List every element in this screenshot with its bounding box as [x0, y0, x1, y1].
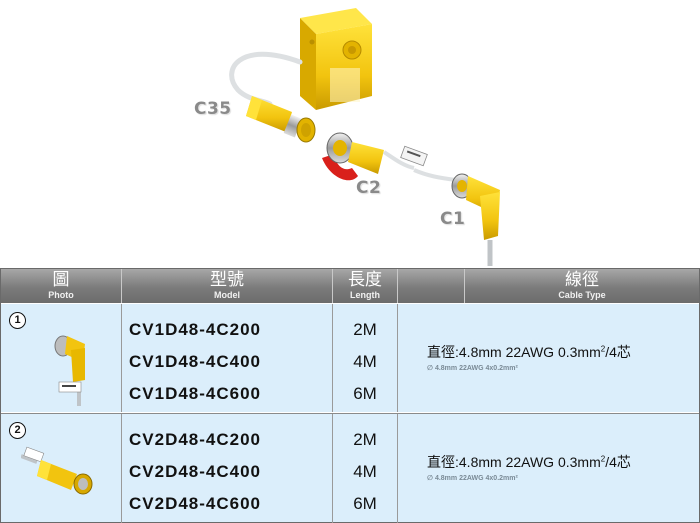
c2-connector	[322, 132, 457, 182]
header-length: 長度 Length	[348, 270, 382, 300]
sensor-cable	[229, 51, 303, 107]
header-divider	[397, 269, 398, 303]
length-list: 2M 4M 6M	[333, 314, 397, 410]
length-list: 2M 4M 6M	[333, 424, 397, 520]
header-divider	[464, 269, 465, 303]
column-divider	[397, 414, 398, 523]
table-row: 2 CV2D48-4C200 CV2D48-4C400 CV2D48-4C600…	[1, 413, 699, 523]
c35-connector	[246, 96, 316, 143]
connector-drawing	[229, 8, 500, 266]
cable-spec: 直徑:4.8mm 22AWG 0.3mm2/4芯 ∅ 4.8mm 22AWG 4…	[399, 452, 699, 482]
cable-spec-en: ∅ 4.8mm 22AWG 4x0.2mm²	[427, 475, 518, 482]
row-index: 1	[9, 312, 26, 329]
length-value: 4M	[353, 352, 377, 371]
product-illustration: C35 C2 C1	[194, 8, 500, 266]
column-divider	[121, 414, 122, 523]
model-number: CV2D48-4C600	[129, 494, 262, 513]
model-number: CV2D48-4C400	[129, 462, 262, 481]
cable-spec-main: 直徑:4.8mm 22AWG 0.3mm2/4芯	[427, 454, 631, 470]
cable-spec-main: 直徑:4.8mm 22AWG 0.3mm2/4芯	[427, 344, 631, 360]
model-list: CV1D48-4C200 CV1D48-4C400 CV1D48-4C600	[129, 314, 329, 410]
header-cable-type: 線徑 Cable Type	[558, 270, 606, 300]
model-number: CV1D48-4C400	[129, 352, 262, 371]
model-number: CV1D48-4C600	[129, 384, 262, 403]
right-angle-connector-photo	[54, 335, 85, 406]
length-value: 2M	[353, 430, 377, 449]
length-value: 6M	[353, 384, 377, 403]
table-row: 1 CV1D48-4C200 CV1D48-4C400 CV1D48-4C600…	[1, 304, 699, 412]
cable-spec: 直徑:4.8mm 22AWG 0.3mm2/4芯 ∅ 4.8mm 22AWG 4…	[399, 342, 699, 372]
length-value: 2M	[353, 320, 377, 339]
cable-spec-en: ∅ 4.8mm 22AWG 4x0.2mm²	[427, 365, 518, 372]
column-divider	[397, 304, 398, 412]
header-photo: 圖 Photo	[48, 270, 74, 300]
c1-connector	[451, 173, 500, 266]
straight-connector-photo	[21, 446, 93, 495]
table-header: 圖 Photo 型號 Model 長度 Length 線徑 Cable Type	[1, 269, 699, 303]
length-value: 4M	[353, 462, 377, 481]
callout-c2: C2	[356, 178, 382, 198]
model-number: CV2D48-4C200	[129, 430, 262, 449]
length-value: 6M	[353, 494, 377, 513]
header-divider	[332, 269, 333, 303]
row-index: 2	[9, 422, 26, 439]
column-divider	[332, 304, 333, 412]
callout-c35: C35	[194, 99, 232, 119]
column-divider	[121, 304, 122, 412]
sensor-body	[300, 8, 372, 110]
column-divider	[332, 414, 333, 523]
header-divider	[121, 269, 122, 303]
model-number: CV1D48-4C200	[129, 320, 262, 339]
header-model: 型號 Model	[210, 270, 244, 300]
spec-table: 圖 Photo 型號 Model 長度 Length 線徑 Cable Type…	[0, 268, 700, 523]
callout-c1: C1	[440, 209, 466, 229]
model-list: CV2D48-4C200 CV2D48-4C400 CV2D48-4C600	[129, 424, 329, 520]
